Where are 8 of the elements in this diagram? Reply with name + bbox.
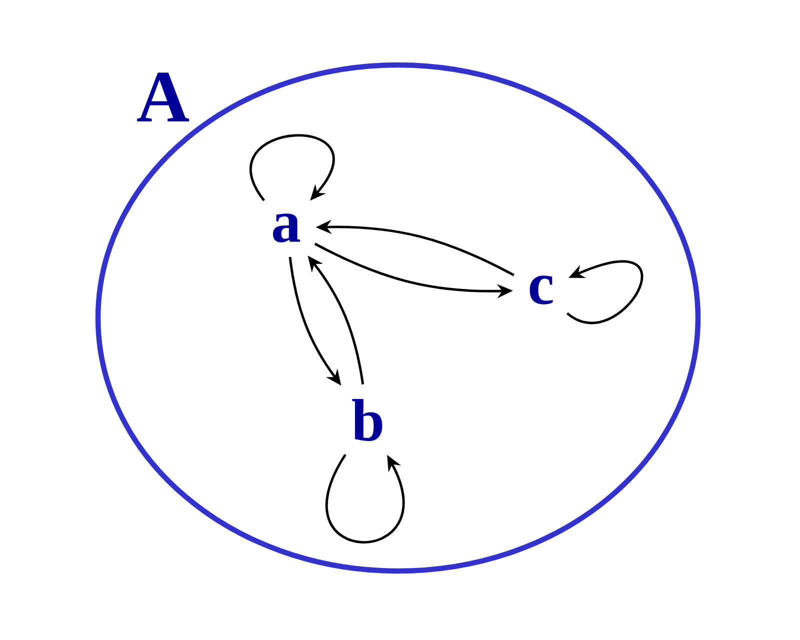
element-label: b — [352, 398, 382, 442]
arrow — [566, 260, 643, 324]
element-label: a — [273, 214, 300, 242]
element-label: c — [530, 276, 553, 304]
set-ellipse — [95, 62, 701, 574]
arrow — [250, 134, 335, 202]
set-label: A — [137, 72, 190, 122]
arrow — [326, 454, 404, 544]
